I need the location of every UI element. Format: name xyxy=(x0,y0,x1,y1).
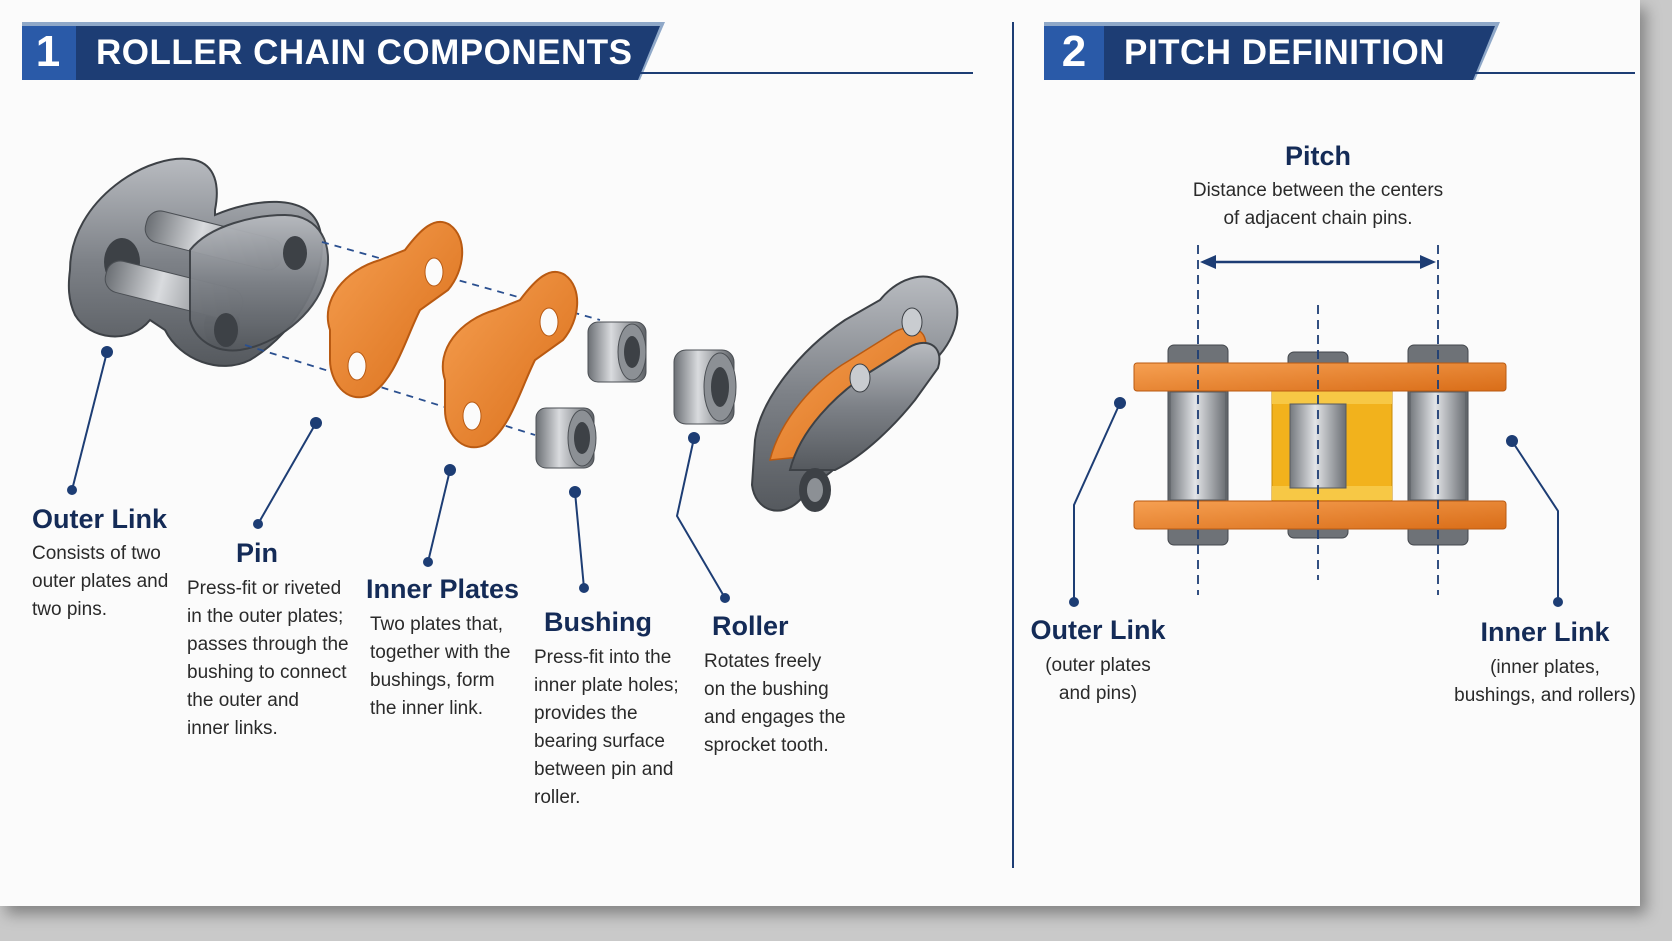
section-1-rule xyxy=(640,72,973,74)
desc-pin: Press-fit or riveted in the outer plates… xyxy=(187,578,349,739)
assembled-chain-illustration xyxy=(750,275,959,512)
label-pitch-outer-link: Outer Link xyxy=(1030,615,1166,645)
label-bushing: Bushing xyxy=(544,607,652,637)
illustrations xyxy=(67,157,1563,607)
section-1-title: ROLLER CHAIN COMPONENTS xyxy=(96,33,633,72)
desc-pitch: Distance between the centers of adjacent… xyxy=(1192,180,1444,229)
label-pitch-inner-link: Inner Link xyxy=(1480,617,1610,647)
section-1-number: 1 xyxy=(35,27,61,76)
section-2-number-box xyxy=(1044,26,1104,80)
component-leaders xyxy=(67,346,730,603)
label-pin: Pin xyxy=(236,538,279,568)
section-2-rule xyxy=(1475,72,1635,74)
bushing-illustrations xyxy=(535,321,647,469)
inner-plate-1-illustration xyxy=(326,220,464,399)
section-2-number: 2 xyxy=(1061,27,1087,76)
section-divider xyxy=(1012,22,1014,868)
infographic-sheet: 1 ROLLER CHAIN COMPONENTS 2 PITCH DEFINI… xyxy=(0,0,1640,906)
header-graphics xyxy=(22,22,1500,80)
desc-pitch-inner-link: (inner plates, bushings, and rollers) xyxy=(1454,657,1636,706)
section-2-title: PITCH DEFINITION xyxy=(1124,33,1446,72)
outer-link-illustration xyxy=(67,157,330,367)
inner-plate-2-illustration xyxy=(441,270,579,449)
section-1-header-band xyxy=(26,26,660,80)
desc-pitch-outer-link: (outer plates and pins) xyxy=(1045,655,1151,704)
section-1-number-box xyxy=(22,26,76,80)
desc-outer-link: Consists of two outer plates and two pin… xyxy=(32,543,169,620)
roller-illustration xyxy=(673,349,737,425)
label-outer-link: Outer Link xyxy=(32,504,168,534)
label-roller: Roller xyxy=(712,611,789,641)
desc-inner-plates: Two plates that, together with the bushi… xyxy=(370,614,511,719)
desc-roller: Rotates freely on the bushing and engage… xyxy=(704,651,846,756)
section-2-header-band xyxy=(1046,26,1495,80)
desc-bushing: Press-fit into the inner plate holes; pr… xyxy=(534,647,679,808)
label-inner-plates: Inner Plates xyxy=(366,574,520,604)
label-pitch: Pitch xyxy=(1284,141,1351,171)
pitch-diagram xyxy=(1069,245,1563,607)
